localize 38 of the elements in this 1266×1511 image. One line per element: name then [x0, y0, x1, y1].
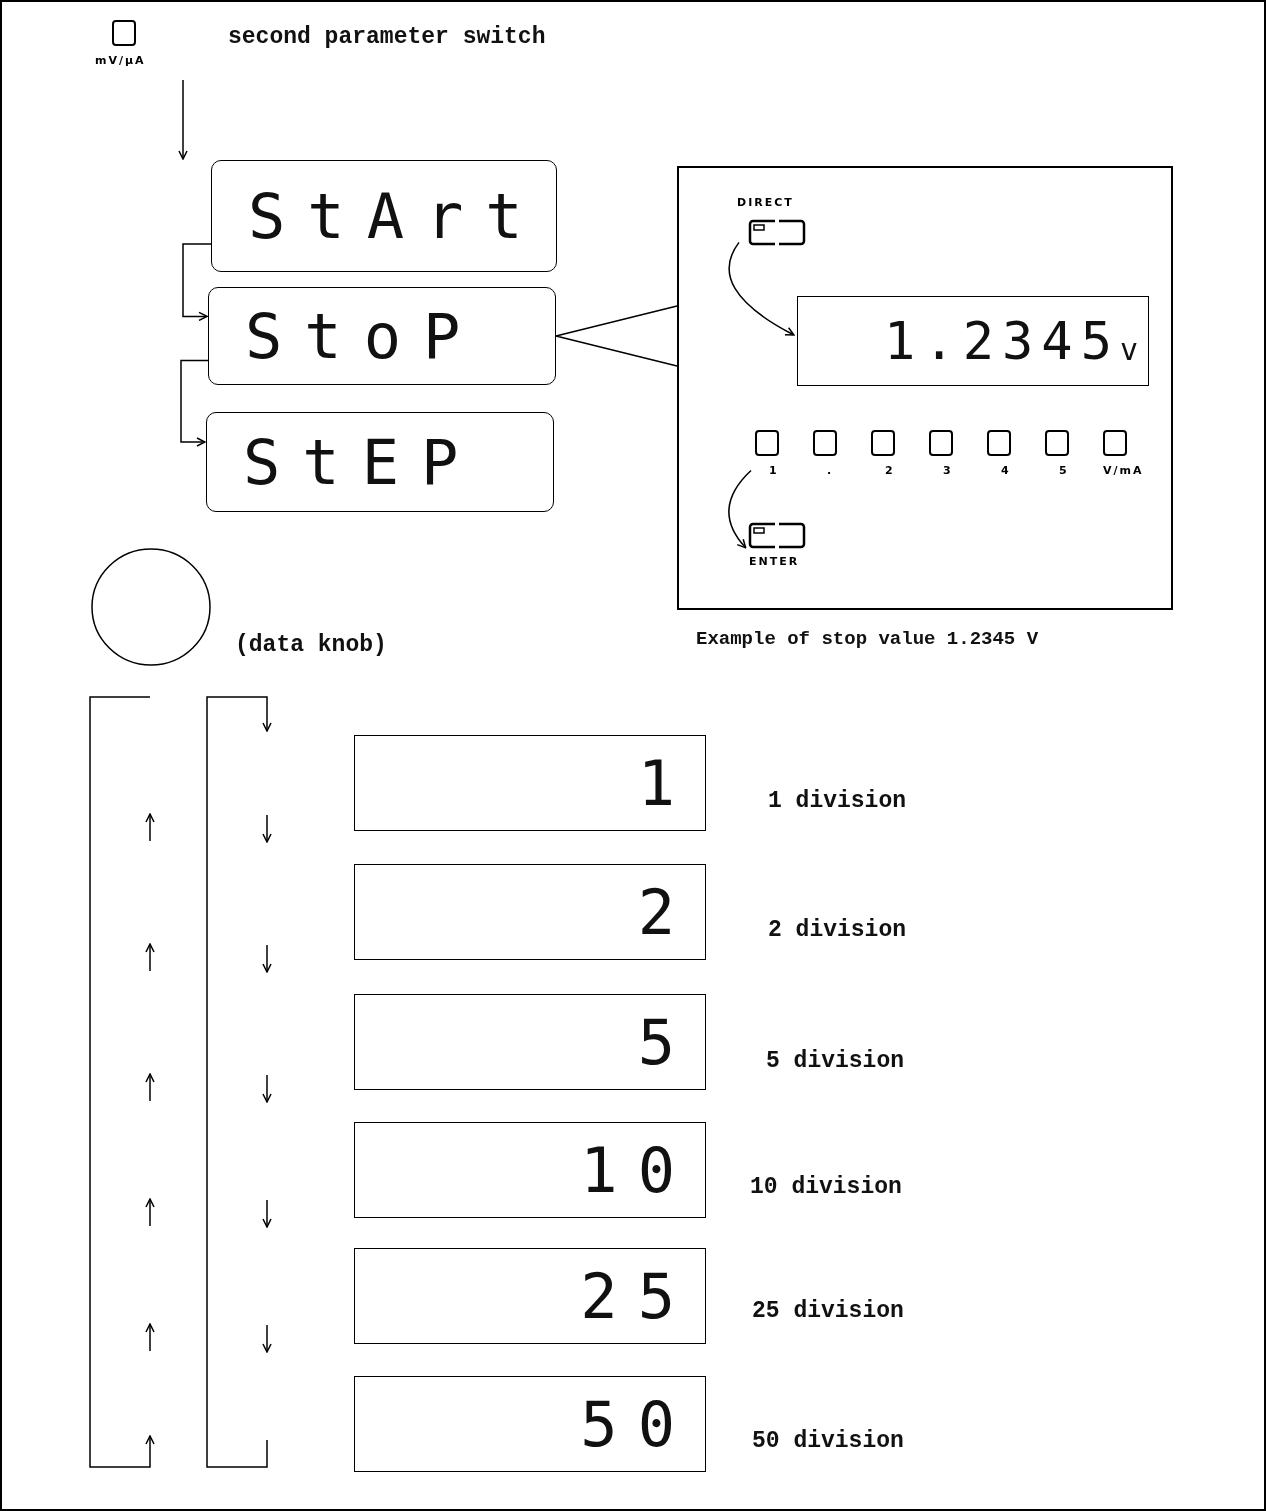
- division-label: 50 division: [752, 1428, 904, 1454]
- key-label: DIRECT: [737, 196, 794, 209]
- key-label: 4: [1001, 464, 1011, 477]
- key-label: mV/μA: [95, 54, 146, 67]
- arrow: [182, 243, 212, 322]
- arrow: [728, 241, 795, 336]
- lcd-display: 10: [354, 1122, 706, 1218]
- arrow: [178, 79, 188, 160]
- switch-caption: second parameter switch: [228, 24, 546, 50]
- lcd-display: 25: [354, 1248, 706, 1344]
- key-label: 3: [943, 464, 953, 477]
- lcd-display: StArt: [211, 160, 557, 272]
- division-label: 1 division: [768, 788, 907, 814]
- display-digits: 1.2345: [884, 311, 1120, 371]
- lcd-display: 50: [354, 1376, 706, 1472]
- division-label: 2 division: [768, 917, 907, 943]
- unit-label: v: [1119, 332, 1138, 367]
- knob-caption: (data knob): [235, 632, 387, 658]
- lcd-display: 1: [354, 735, 706, 831]
- arrow: [728, 469, 752, 549]
- lcd-display: 5: [354, 994, 706, 1090]
- key-label: .: [827, 464, 834, 477]
- key-label: 2: [885, 464, 895, 477]
- lcd-display: [797, 296, 1149, 386]
- callout-pointer: [555, 305, 678, 367]
- lcd-display: StoP: [208, 287, 556, 385]
- division-label: 25 division: [752, 1298, 904, 1324]
- callout-panel: [677, 166, 1173, 610]
- division-label: 5 division: [766, 1048, 905, 1074]
- key-label: 1: [769, 464, 779, 477]
- lcd-display: StEP: [206, 412, 554, 512]
- key-label: ENTER: [749, 555, 800, 568]
- arrow: [180, 359, 209, 447]
- division-label: 10 division: [750, 1174, 902, 1200]
- caption: Example of stop value 1.2345 V: [696, 628, 1039, 650]
- lcd-display: 2: [354, 864, 706, 960]
- key-label: 5: [1059, 464, 1069, 477]
- key-label: V/mA: [1103, 464, 1144, 477]
